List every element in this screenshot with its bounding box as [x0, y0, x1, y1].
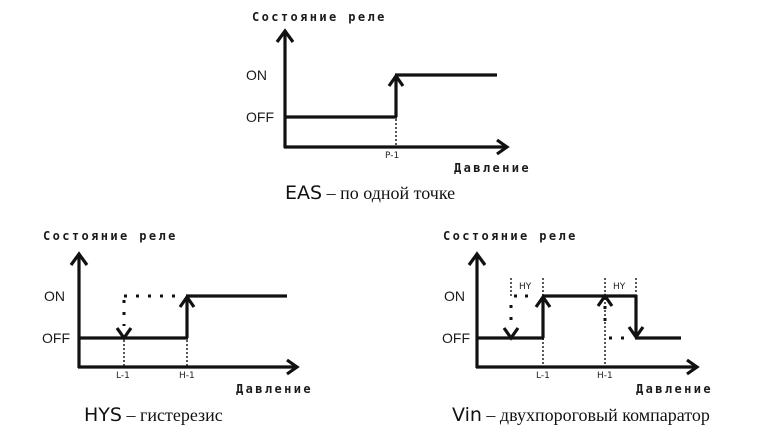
vin-hy-label-left: HY [519, 282, 532, 292]
hys-on-label: ON [44, 288, 65, 304]
hys-caption: HYS – гистерезис [84, 404, 223, 426]
eas-tick-p1: P-1 [385, 151, 399, 161]
vin-x-axis-arrow [686, 358, 700, 376]
vin-caption-dash: – [481, 405, 500, 425]
vin-left-falling-arrow [502, 327, 520, 341]
hys-caption-desc: гистерезис [139, 405, 223, 425]
eas-y-axis-arrow [275, 28, 295, 43]
hys-y-axis-arrow [69, 251, 89, 266]
eas-on-label: ON [246, 67, 267, 83]
vin-caption-desc: двухпороговый компаратор [499, 405, 710, 425]
eas-caption-desc: по одной точке [340, 183, 456, 203]
hys-x-axis-arrow [286, 358, 300, 376]
hys-tick-l1: L-1 [116, 371, 130, 381]
vin-caption-code: Vin [452, 404, 482, 426]
vin-diagram: Состояние реле ON OFF HY HY L-1 [442, 229, 713, 396]
eas-y-axis-title: Состояние реле [252, 10, 387, 24]
hys-x-axis-title: Давление [236, 382, 313, 396]
vin-y-axis-title: Состояние реле [443, 229, 578, 243]
vin-x-axis-title: Давление [636, 382, 713, 396]
vin-off-label: OFF [442, 330, 470, 346]
hys-tick-h1: H-1 [179, 371, 195, 381]
vin-tick-h1: H-1 [597, 371, 613, 381]
hys-y-axis-title: Состояние реле [43, 229, 178, 243]
vin-hy-label-right: HY [613, 282, 626, 292]
vin-tick-l1: L-1 [536, 371, 550, 381]
eas-caption-dash: – [322, 183, 341, 203]
eas-caption: EAS – по одной точке [285, 182, 455, 204]
hys-falling-arrow [115, 327, 133, 341]
eas-off-label: OFF [246, 109, 274, 125]
hys-diagram: Состояние реле ON OFF L-1 H-1 Давление [42, 229, 313, 396]
eas-x-axis-title: Давление [454, 161, 531, 175]
vin-on-label: ON [444, 288, 465, 304]
vin-y-axis-arrow [467, 251, 487, 266]
hys-off-label: OFF [42, 330, 70, 346]
eas-caption-code: EAS [285, 182, 323, 204]
eas-diagram: Состояние реле ON OFF P-1 Давление [246, 10, 531, 175]
vin-caption: Vin – двухпороговый компаратор [452, 404, 710, 426]
hys-caption-dash: – [121, 405, 140, 425]
eas-x-axis-arrow [496, 138, 510, 156]
hys-caption-code: HYS [84, 404, 122, 426]
